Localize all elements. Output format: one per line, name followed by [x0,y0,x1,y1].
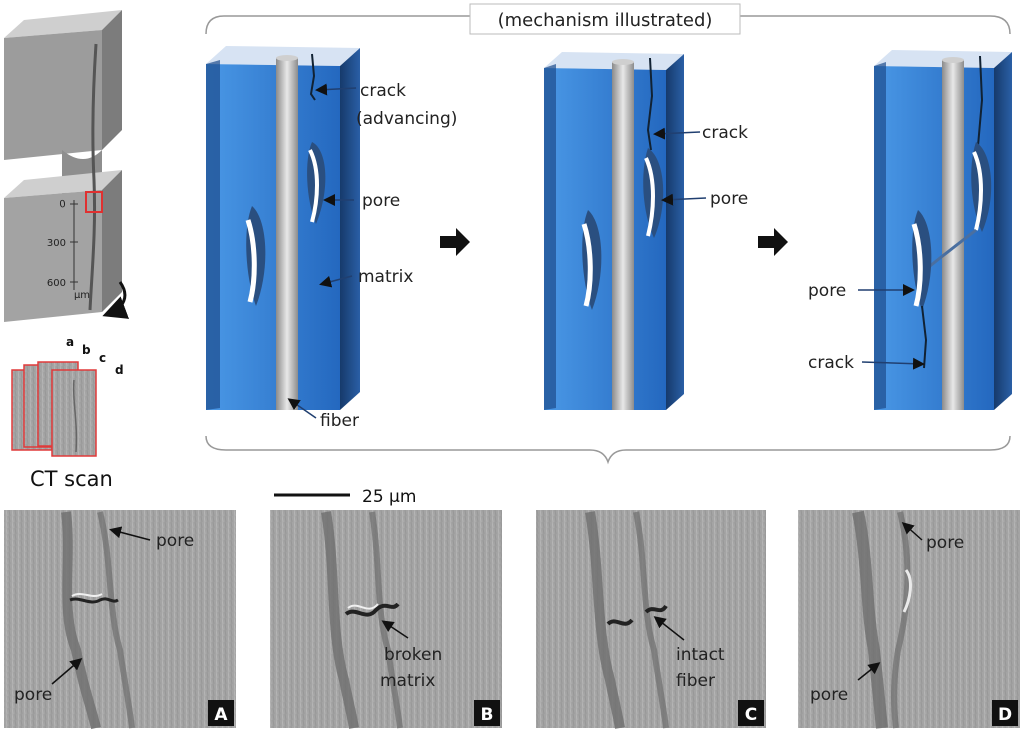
stage1-pore-label: pore [362,191,400,211]
mechanism-stage-3: pore crack [808,50,1012,410]
panel-a-letter: A [214,705,228,725]
panel-d-top-label: pore [926,533,964,553]
panel-a-top-label: pore [156,531,194,551]
panel-b-label-line2: matrix [380,671,435,691]
panel-c-label-line2: fiber [676,671,715,691]
stage3-pore-label: pore [808,281,846,301]
scale-tick-600: 600 [47,278,66,289]
panel-d-letter: D [998,705,1012,725]
ct-slice-label-d: d [115,363,124,377]
stage-arrow-2-icon [758,228,788,256]
panel-c-label-line1: intact [676,645,725,665]
stage1-crack-sub-label: (advancing) [356,109,457,129]
ct-panel-c: intact fiber C [536,510,766,729]
specimen-illustration: 0 300 600 µm [4,10,130,322]
top-brace: (mechanism illustrated) [205,3,1011,35]
ct-panel-d: pore pore D [798,510,1020,729]
stage1-matrix-label: matrix [358,267,413,287]
panel-c-letter: C [745,705,757,725]
stage-arrow-1-icon [440,228,470,256]
panel-b-label-line1: broken [384,645,442,665]
stage1-crack-label: crack [360,81,406,101]
curved-arrow-icon [102,281,130,319]
roi-box [85,191,103,213]
ct-scan-stack: a b c d CT scan [11,335,124,491]
scale-unit: µm [74,290,90,301]
ct-panel-a: pore pore A [4,510,236,730]
mechanism-stage-2: crack pore [544,52,748,410]
panel-a-bottom-label: pore [14,685,52,705]
scale-tick-0: 0 [59,199,66,211]
ct-panel-b: broken matrix B [270,510,502,729]
stage1-fiber-label: fiber [320,411,359,431]
panel-d-bottom-label: pore [810,685,848,705]
stage3-crack-label: crack [808,353,854,373]
bottom-brace [205,435,1011,465]
ct-slice-label-a: a [66,335,74,349]
mechanism-stage-1: crack (advancing) pore matrix fiber [206,46,457,431]
scale-bar-label: 25 µm [362,487,416,507]
ct-slice-label-c: c [99,351,106,365]
ct-scan-caption: CT scan [30,467,113,491]
ct-slice-label-b: b [82,343,91,357]
scale-tick-300: 300 [47,238,66,249]
mechanism-title: (mechanism illustrated) [498,10,713,31]
panel-b-letter: B [481,705,494,725]
stage2-crack-label: crack [702,123,748,143]
stage2-pore-label: pore [710,189,748,209]
